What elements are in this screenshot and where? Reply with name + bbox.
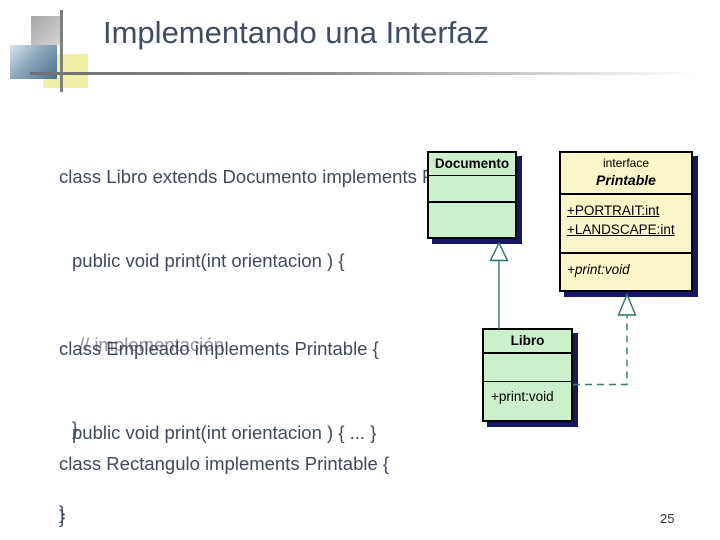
- uml-method: +print:void: [491, 389, 554, 404]
- uml-attribute: +PORTRAIT:int: [567, 203, 660, 218]
- code-block-empleado: class Empleado implements Printable { pu…: [59, 279, 379, 540]
- uml-stereotype: interface: [602, 156, 650, 170]
- uml-attribute: +LANDSCAPE:int: [567, 222, 675, 237]
- uml-methods-compartment: +print:void: [484, 382, 571, 404]
- code-line: }: [72, 418, 79, 439]
- realization-line: [573, 316, 628, 386]
- uml-interface-title: interface Printable: [561, 153, 691, 195]
- code-line: }: [59, 506, 66, 527]
- uml-method: +print:void: [567, 262, 630, 277]
- page-number: 25: [660, 511, 675, 526]
- uml-attributes-compartment: [429, 176, 515, 203]
- code-line: class Rectangulo implements Printable {: [59, 453, 390, 474]
- slide-title: Implementando una Interfaz: [103, 15, 490, 50]
- uml-attributes-compartment: +PORTRAIT:int +LANDSCAPE:int: [561, 195, 691, 254]
- code-block-rectangulo: class Rectangulo implements Printable { …: [59, 394, 389, 540]
- uml-interface-printable: interface Printable +PORTRAIT:int +LANDS…: [559, 151, 693, 292]
- decoration-horizontal-rule: [30, 72, 698, 75]
- decoration-gray-square: [31, 16, 60, 45]
- code-comment: // implementación: [79, 334, 224, 355]
- code-line: public void print(int orientacion ) { ..…: [72, 422, 377, 443]
- uml-class-documento: Documento: [427, 151, 517, 239]
- uml-interface-name: Printable: [596, 172, 656, 188]
- uml-class-name: Libro: [484, 330, 571, 354]
- code-block-libro: class Libro extends Documento implements…: [59, 107, 506, 540]
- code-line: public void print(int orientacion ) {: [72, 250, 345, 271]
- uml-methods-compartment: +print:void: [561, 254, 691, 277]
- uml-attributes-compartment: [484, 354, 571, 382]
- code-line: class Empleado implements Printable {: [59, 338, 379, 359]
- realization-arrowhead-icon: [617, 292, 637, 316]
- code-line: public void print(int orientacion ) { ..…: [59, 534, 389, 540]
- uml-class-libro: Libro +print:void: [482, 328, 573, 422]
- uml-class-name: Documento: [429, 153, 515, 176]
- decoration-vertical-line: [60, 10, 63, 92]
- code-line: }: [59, 502, 66, 523]
